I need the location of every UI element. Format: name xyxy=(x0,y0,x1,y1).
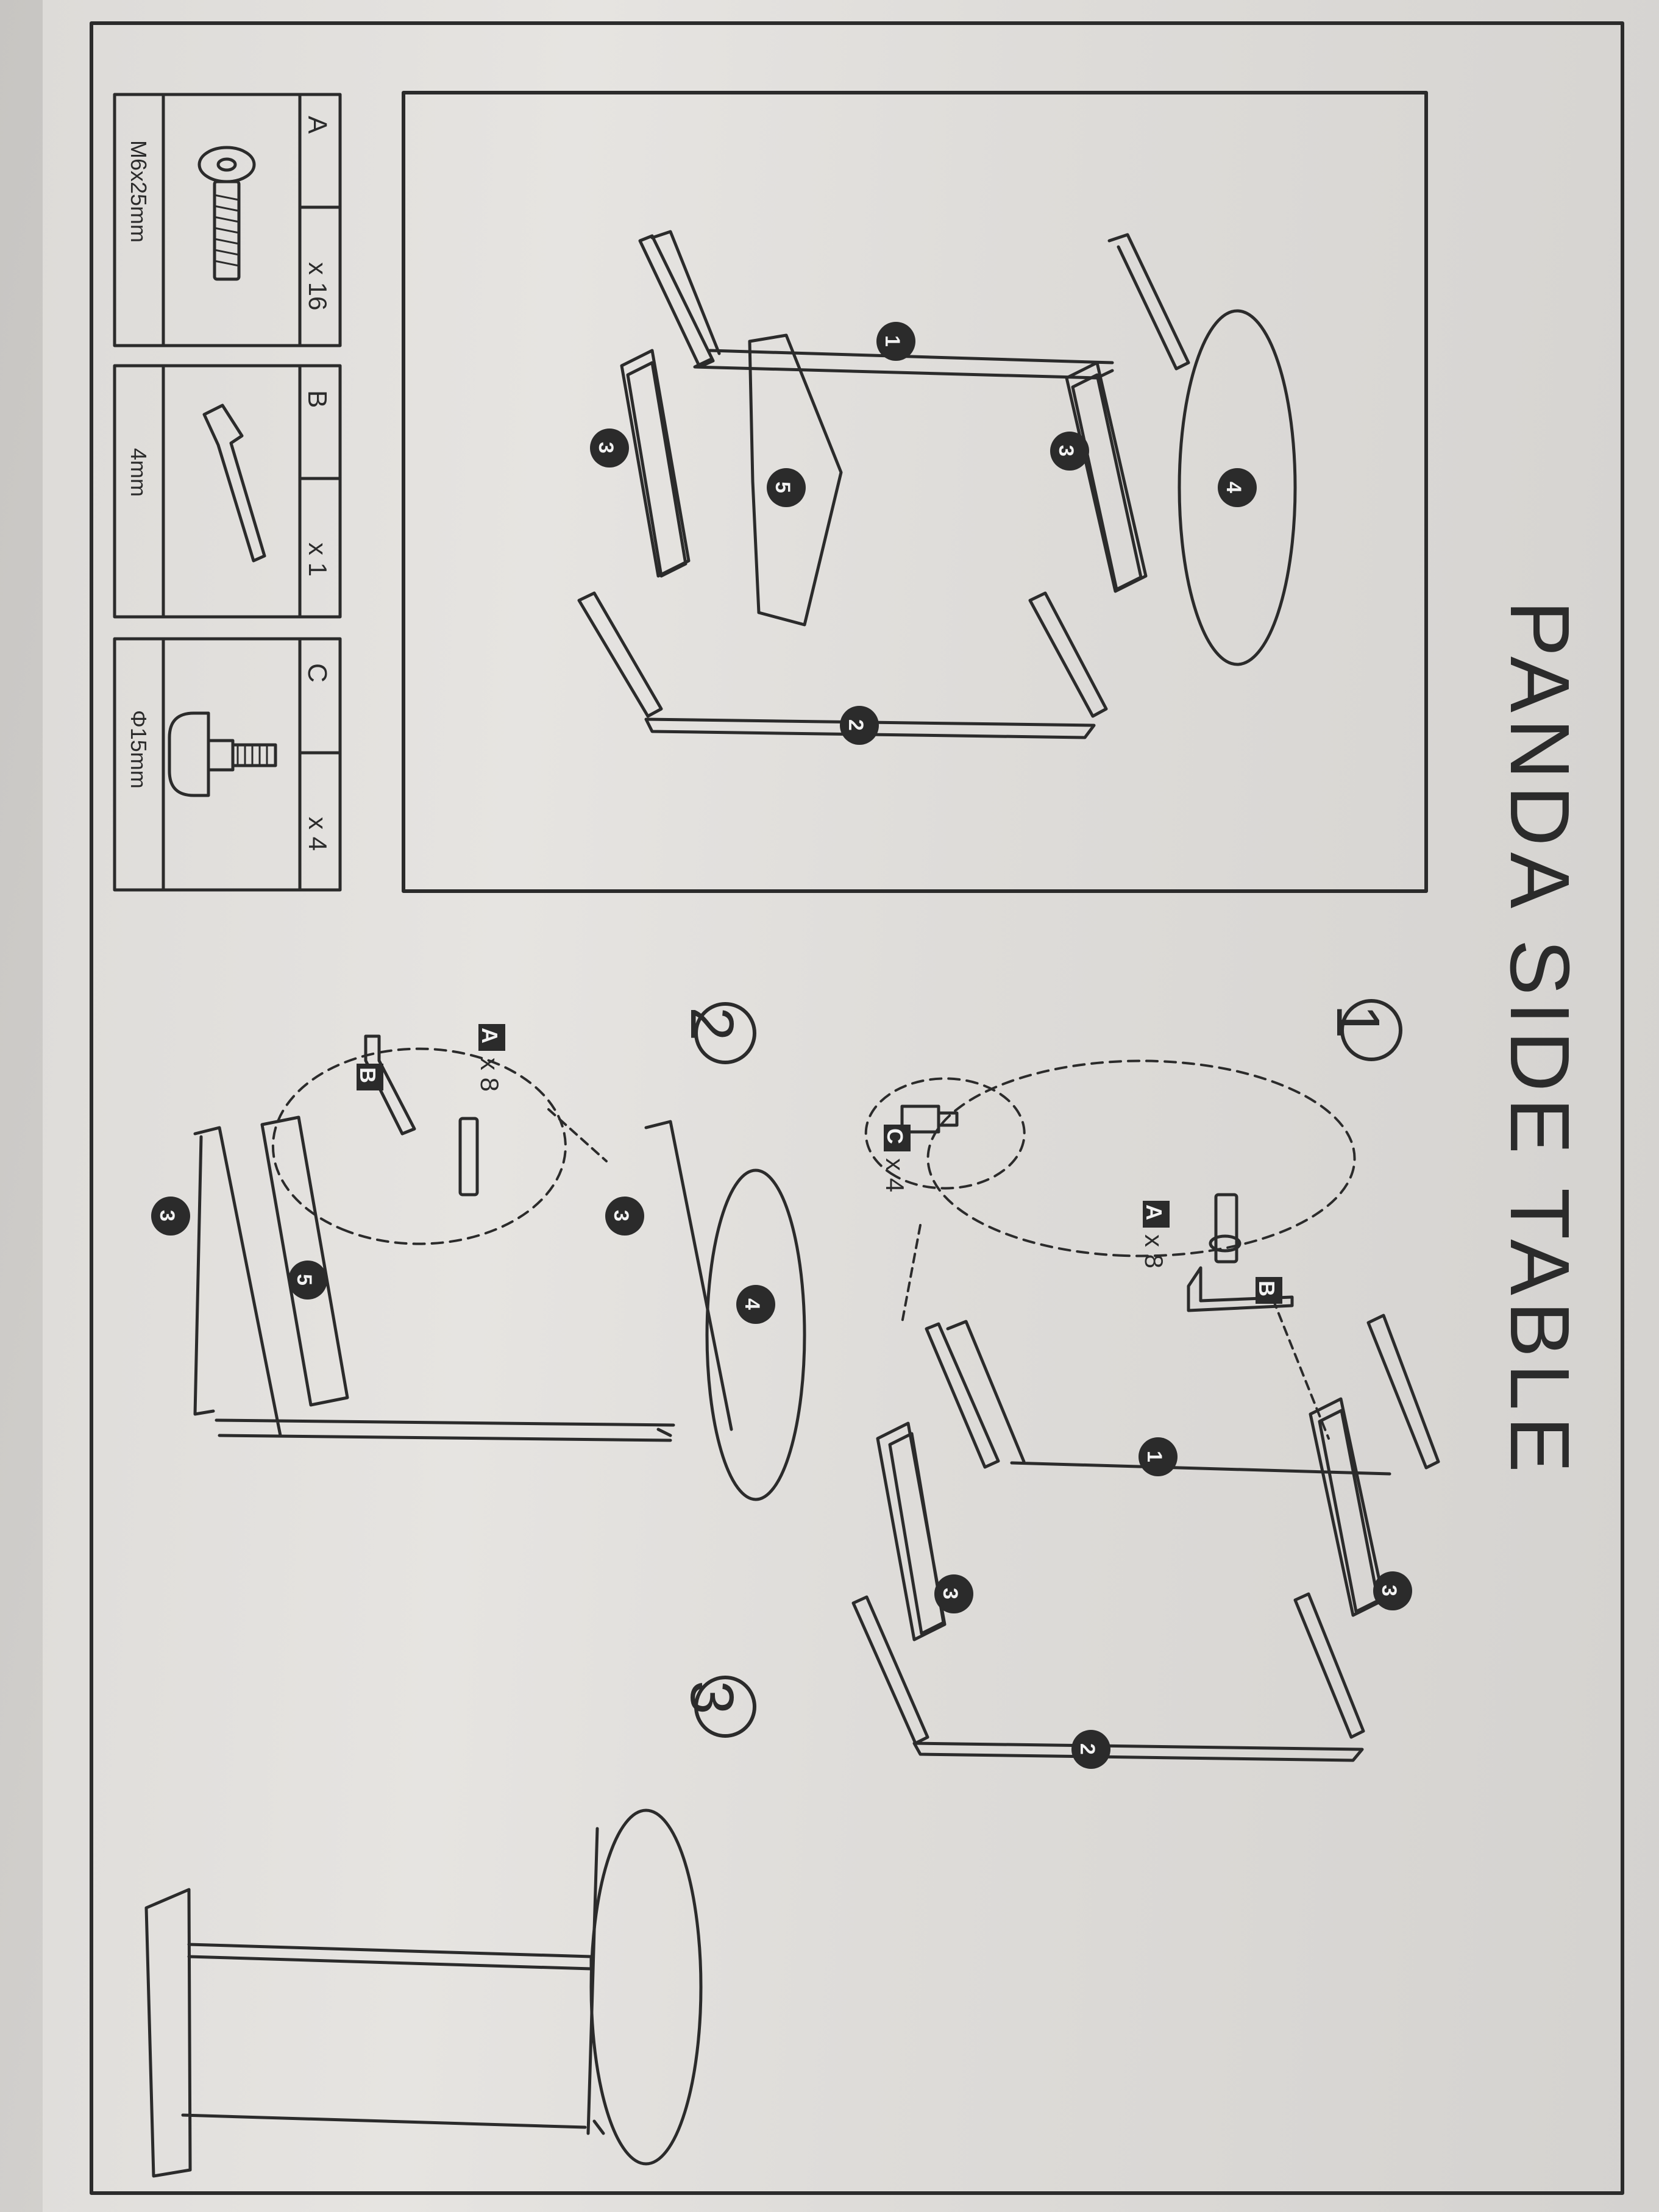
step-1-part-2-label: 2 xyxy=(1076,1743,1099,1755)
sheet-border xyxy=(90,21,1624,2195)
part-3-left-label: 3 xyxy=(594,442,617,453)
hardware-size-c: Φ15mm xyxy=(126,710,151,789)
step-2-part-4-label: 4 xyxy=(741,1298,764,1310)
hardware-count-c: x 4 xyxy=(304,817,332,852)
step-3-number: 3 xyxy=(678,1680,746,1715)
hardware-table xyxy=(113,93,342,892)
hardware-letter-b: B xyxy=(302,390,332,408)
hardware-count-b: x 1 xyxy=(304,542,332,577)
step-1-part-3-right-label: 3 xyxy=(1377,1585,1401,1596)
hardware-count-a: x 16 xyxy=(304,262,332,311)
parts-overview-frame xyxy=(402,91,1428,893)
instruction-sheet xyxy=(43,0,1659,2212)
part-3-right-label: 3 xyxy=(1054,445,1078,457)
step-2-callout-a-letter: A xyxy=(477,1028,502,1044)
step-2-number: 2 xyxy=(678,1007,746,1041)
part-4-label: 4 xyxy=(1222,482,1245,493)
step-1-callout-a-qty: x 8 xyxy=(1140,1234,1168,1269)
hardware-letter-a: A xyxy=(302,116,332,134)
step-1-callout-c-letter: C xyxy=(883,1128,908,1144)
hardware-size-b: 4mm xyxy=(126,448,151,497)
step-1-part-3-left-label: 3 xyxy=(939,1588,962,1599)
step-1-part-1-label: 1 xyxy=(1143,1451,1166,1462)
part-5-label: 5 xyxy=(771,482,794,493)
bolt-icon xyxy=(197,146,256,281)
step-2-part-3-left-label: 3 xyxy=(155,1210,179,1222)
foot-pad-icon xyxy=(168,711,277,797)
step-1-callout-c-qty: x 4 xyxy=(881,1158,909,1193)
hardware-letter-c: C xyxy=(302,663,332,683)
part-badges xyxy=(151,322,1412,1769)
step-2-callout-b-letter: B xyxy=(355,1067,380,1083)
hex-key-icon xyxy=(202,404,266,563)
step-1-number: 1 xyxy=(1324,1005,1392,1039)
step-2-part-3-right-label: 3 xyxy=(609,1210,633,1222)
step-1-drawing xyxy=(851,999,1440,1762)
part-1-label: 1 xyxy=(881,335,904,347)
hardware-size-a: M6x25mm xyxy=(126,140,151,243)
step-1-callout-b-letter: B xyxy=(1254,1281,1279,1296)
step-2-part-5-label: 5 xyxy=(293,1274,316,1286)
step-2-drawing xyxy=(193,1002,806,1501)
step-1-callout-a-letter: A xyxy=(1142,1204,1167,1220)
part-2-label: 2 xyxy=(844,719,867,731)
parts-exploded-view xyxy=(577,230,1297,739)
step-2-callout-a-qty: x 8 xyxy=(475,1058,504,1092)
page-title: PANDA SIDE TABLE xyxy=(1493,600,1586,1479)
step-3-drawing xyxy=(144,1676,756,2178)
